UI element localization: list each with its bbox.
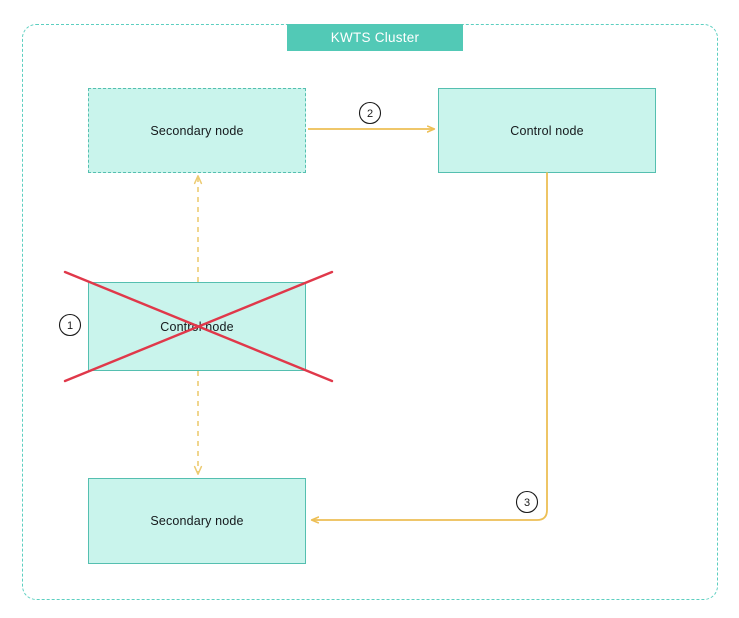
node-secondary-top-label: Secondary node	[150, 123, 244, 138]
node-secondary-top[interactable]: Secondary node	[88, 88, 306, 173]
node-control-top[interactable]: Control node	[438, 88, 656, 173]
node-control-failed-label: Control node	[160, 319, 234, 334]
node-secondary-bottom[interactable]: Secondary node	[88, 478, 306, 564]
node-control-failed[interactable]: Control node	[88, 282, 306, 371]
node-control-top-label: Control node	[510, 123, 584, 138]
node-secondary-bottom-label: Secondary node	[150, 514, 244, 528]
cluster-title-banner: KWTS Cluster	[287, 24, 463, 51]
